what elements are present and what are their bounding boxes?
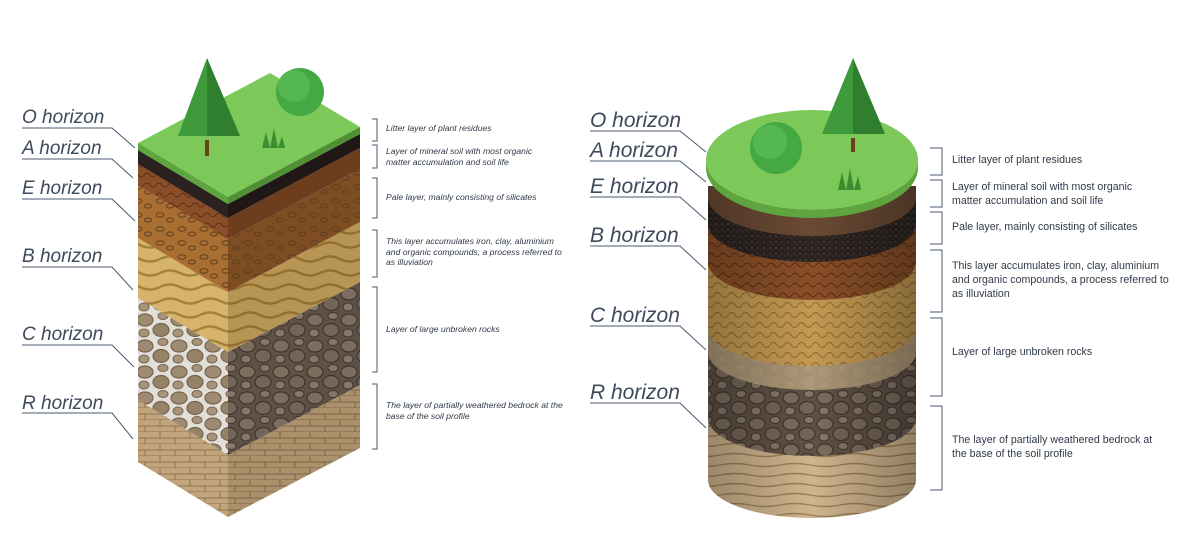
right-desc-o-horizon: Litter layer of plant residues — [952, 154, 1083, 166]
left-desc-o-horizon: Litter layer of plant residues — [386, 123, 492, 133]
left-label-r-horizon: R horizon — [22, 393, 104, 414]
left-label-c-horizon: C horizon — [22, 324, 104, 345]
left-desc-e-horizon: Pale layer, mainly consisting of silicat… — [386, 192, 537, 202]
right-label-r-horizon: R horizon — [590, 381, 680, 404]
left-desc-r-horizon: The layer of partially weathered bedrock… — [386, 400, 563, 421]
right-desc-c-horizon: Layer of large unbroken rocks — [952, 346, 1093, 358]
left-label-e-horizon: E horizon — [22, 178, 103, 199]
right-label-b-horizon: B horizon — [590, 224, 679, 247]
left-label-a-horizon: A horizon — [22, 138, 102, 159]
left-soil-block — [138, 58, 360, 517]
left-leader-lines — [22, 127, 136, 440]
right-desc-r-horizon: The layer of partially weathered bedrock… — [952, 434, 1153, 460]
left-desc-a-horizon: Layer of mineral soil with most organic … — [386, 146, 533, 167]
right-label-e-horizon: E horizon — [590, 175, 679, 198]
left-label-b-horizon: B horizon — [22, 246, 103, 267]
right-desc-a-horizon: Layer of mineral soil with most organic … — [952, 181, 1133, 207]
right-leader-lines — [590, 130, 707, 429]
left-desc-b-horizon: This layer accumulates iron, clay, alumi… — [386, 236, 562, 268]
left-brackets — [372, 118, 378, 450]
right-label-c-horizon: C horizon — [590, 304, 680, 327]
left-label-o-horizon: O horizon — [22, 107, 105, 128]
right-soil-cylinder — [706, 58, 918, 518]
right-label-o-horizon: O horizon — [590, 109, 682, 132]
left-desc-c-horizon: Layer of large unbroken rocks — [386, 324, 500, 334]
right-desc-e-horizon: Pale layer, mainly consisting of silicat… — [952, 221, 1138, 233]
right-brackets — [930, 147, 943, 491]
right-desc-b-horizon: This layer accumulates iron, clay, alumi… — [952, 260, 1169, 300]
right-label-a-horizon: A horizon — [590, 139, 678, 162]
